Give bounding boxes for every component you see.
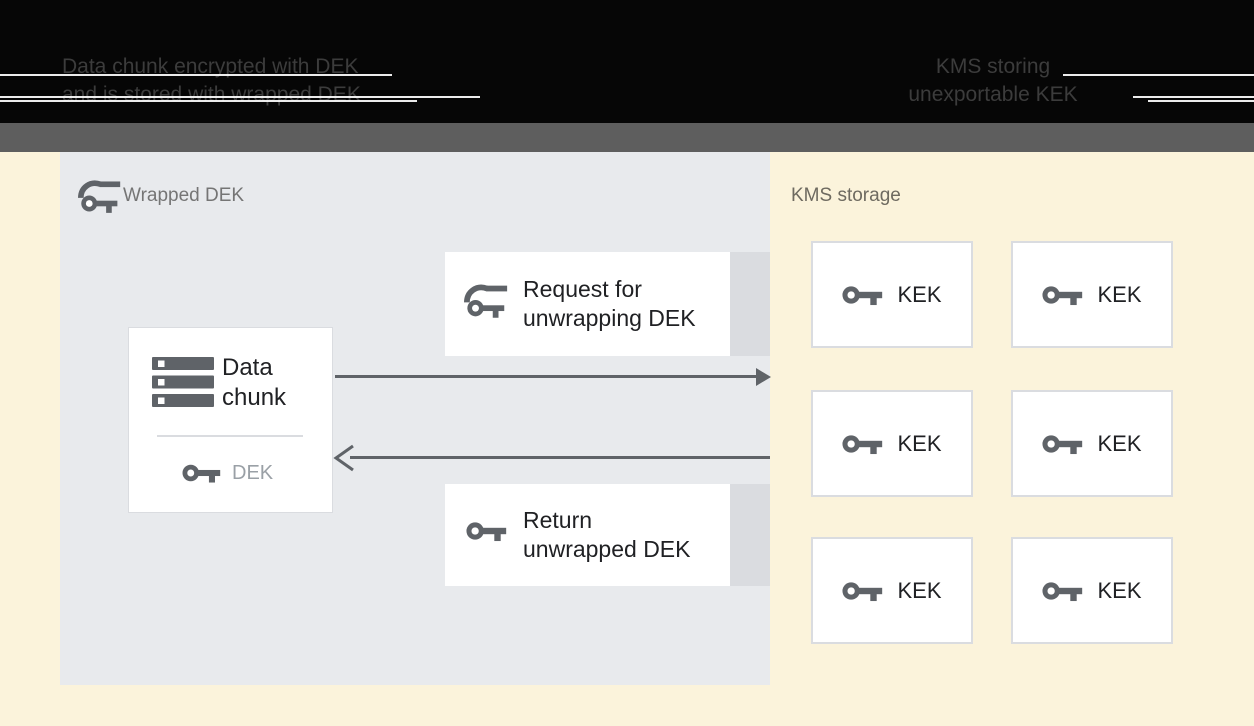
key-icon [1042,434,1083,454]
request-unwrap-label: Request for unwrapping DEK [523,275,696,333]
artifact-line [0,96,480,98]
data-chunk-label: Data chunk [222,353,286,413]
key-icon [1042,285,1083,305]
header-caption-right: KMS storing unexportable KEK [860,53,1126,109]
request-arrow-line [335,375,758,378]
return-unwrapped-box [445,484,730,586]
artifact-line [1148,100,1254,102]
data-chunk-box [128,327,333,513]
header-caption-left-line2: and is stored with wrapped DEK [62,83,361,106]
kek-box: KEK [811,537,973,644]
key-icon [842,285,883,305]
key-icon [1042,581,1083,601]
request-label-line1: Request for [523,276,642,302]
return-label-line1: Return [523,507,593,533]
kek-box: KEK [811,241,973,348]
wrapped-key-icon [464,281,510,320]
kek-box: KEK [1011,390,1173,497]
return-arrow-line [350,456,770,459]
dek-label: DEK [232,462,274,484]
header-caption-right-line1: KMS storing [935,55,1051,78]
kek-label: KEK [1097,281,1142,307]
artifact-line [1133,96,1254,98]
kek-label: KEK [897,577,942,603]
request-label-line2: unwrapping DEK [523,305,696,331]
request-box-strip [730,252,770,356]
kek-box: KEK [1011,537,1173,644]
kek-label: KEK [897,281,942,307]
key-icon [842,581,883,601]
kek-label: KEK [897,430,942,456]
artifact-line [0,74,392,76]
kek-label: KEK [1097,430,1142,456]
key-icon [842,434,883,454]
kms-storage-label: KMS storage [791,185,901,206]
artifact-line [0,100,417,102]
artifact-line [1063,74,1254,76]
key-icon [466,522,507,542]
data-chunk-divider [157,435,303,437]
header-bar [0,0,1254,123]
request-arrow-head [756,368,771,386]
data-chunk-label-line1: Data [222,354,273,381]
header-caption-right-line2: unexportable KEK [908,83,1078,106]
return-unwrapped-label: Return unwrapped DEK [523,506,691,564]
return-arrow-head [333,444,354,472]
wrapped-key-icon [78,177,123,215]
header-separator-band [0,123,1254,152]
kek-label: KEK [1097,577,1142,603]
data-stack-icon [152,357,214,407]
return-box-strip [730,484,770,586]
request-unwrap-box [445,252,730,356]
header-caption-left-line1: Data chunk encrypted with DEK [62,55,359,78]
kek-box: KEK [811,390,973,497]
key-icon [182,464,221,483]
return-label-line2: unwrapped DEK [523,536,691,562]
data-chunk-label-line2: chunk [222,384,287,411]
wrapped-dek-panel-title: Wrapped DEK [123,185,245,206]
kek-box: KEK [1011,241,1173,348]
